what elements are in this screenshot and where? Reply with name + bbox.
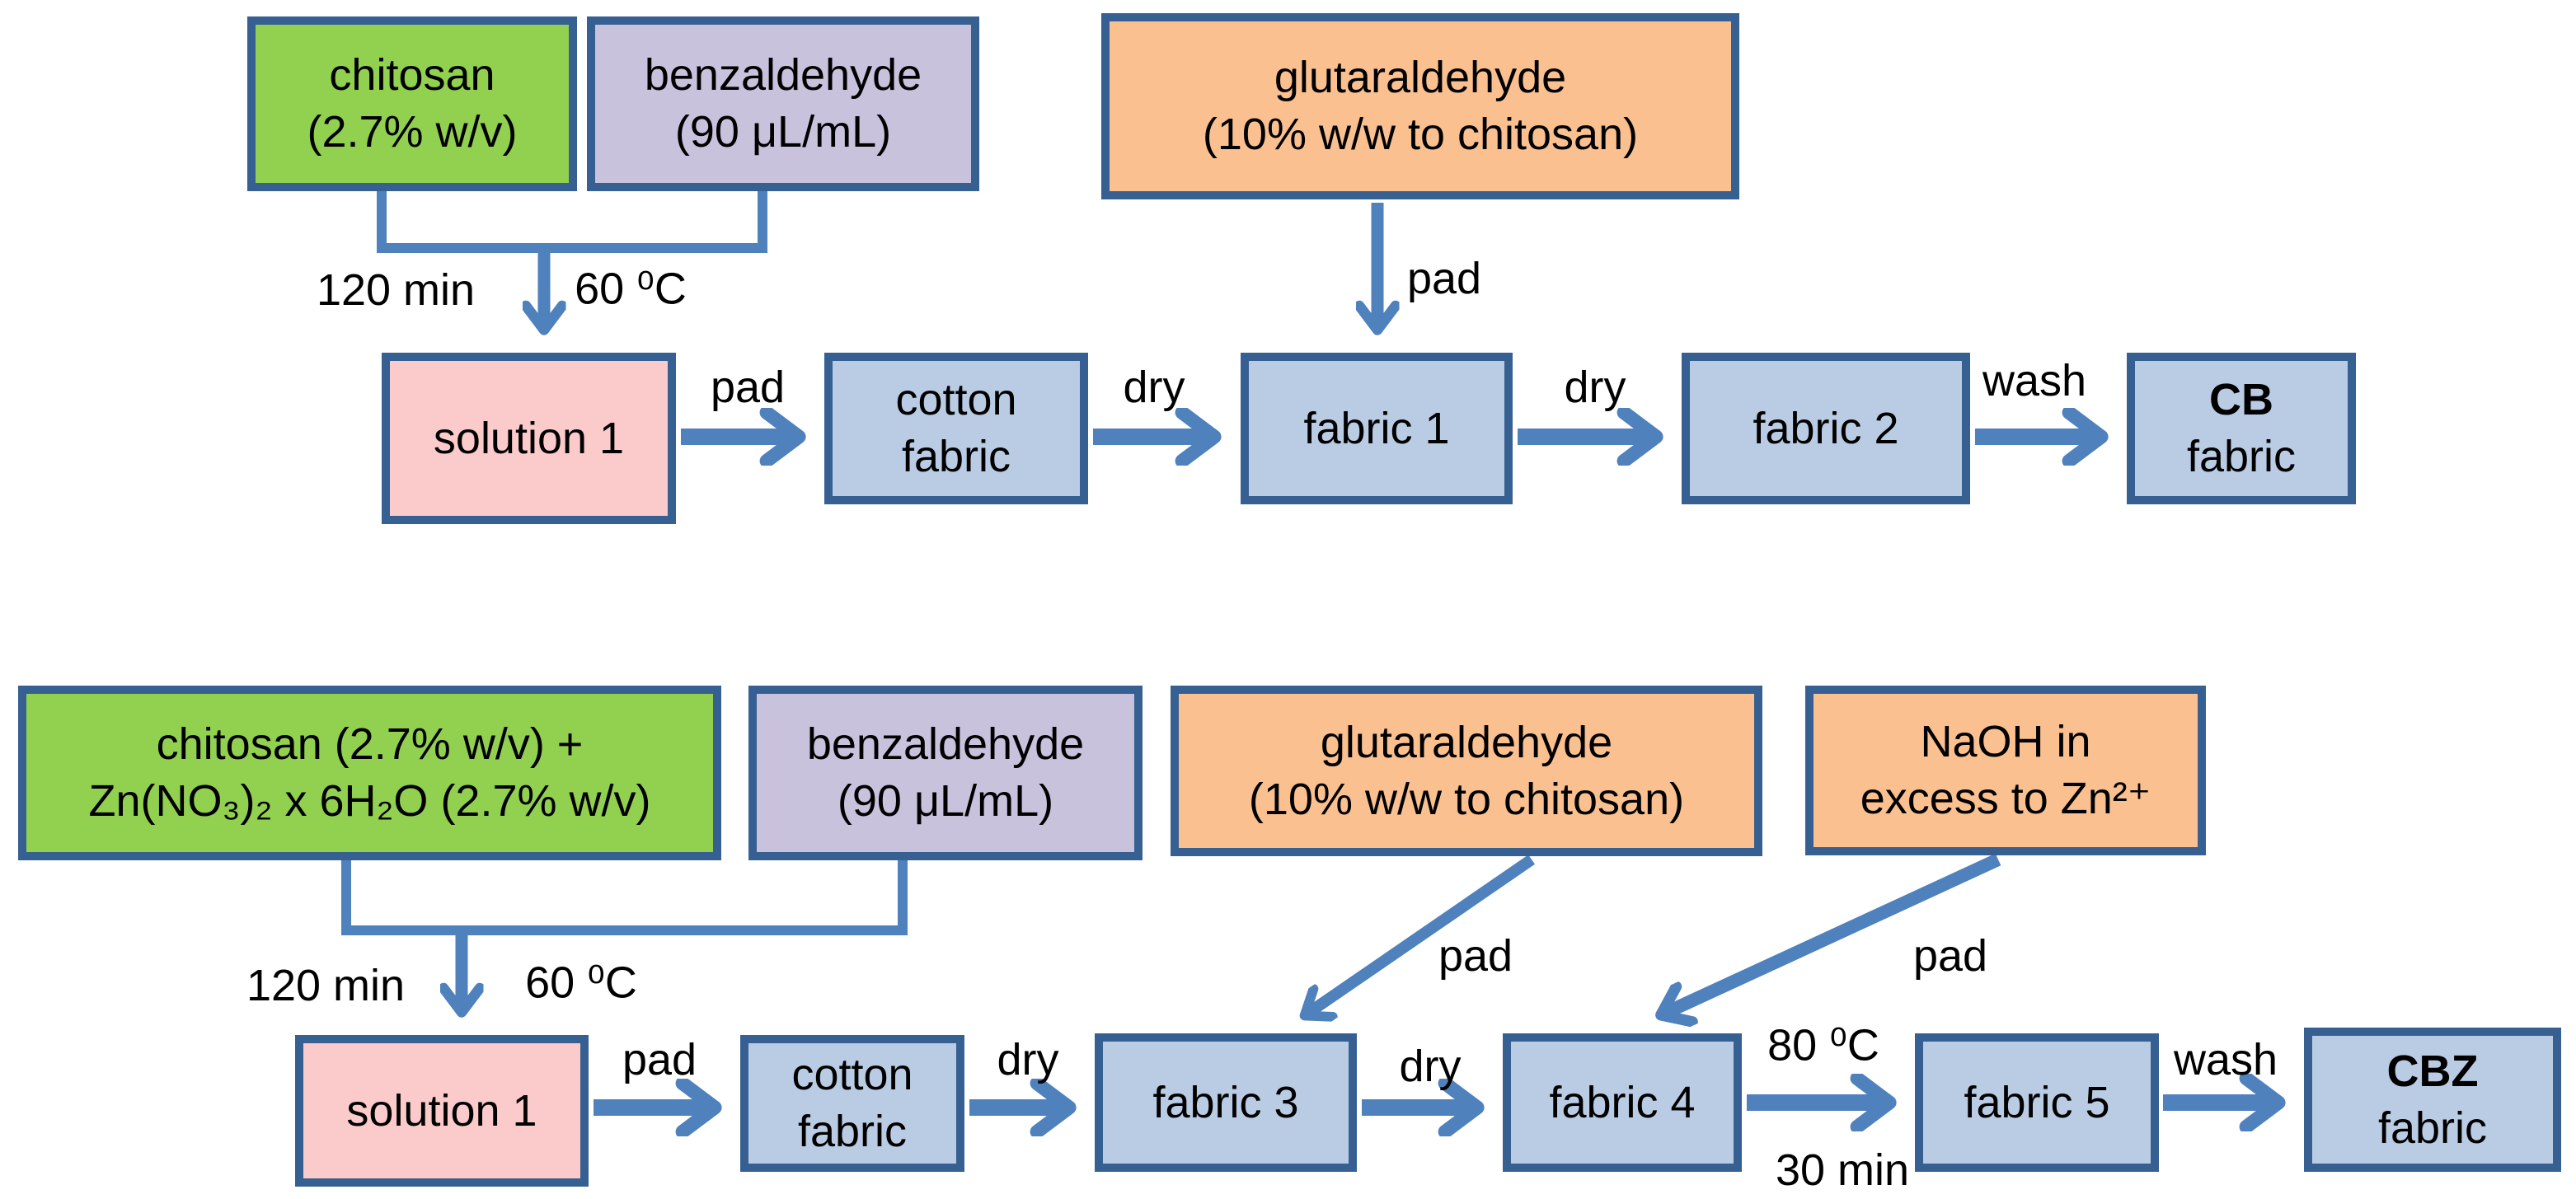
node-cotton-fabric-top: cotton fabric: [824, 353, 1088, 504]
node-solution1-top: solution 1: [382, 353, 676, 524]
bottom-naoh-arrow: [1668, 853, 2001, 1012]
label-top-dry2: dry: [1564, 363, 1626, 412]
node-cbz-fabric-line1: CBZ: [2386, 1046, 2479, 1096]
node-solution1-bottom-line1: solution 1: [346, 1085, 537, 1136]
bottom-merge-connector: [341, 860, 908, 935]
label-bottom-pad-naoh: pad: [1912, 931, 1988, 981]
node-chitosan-zinc-line2: Zn(NO₃)₂ x 6H₂O (2.7% w/v): [88, 776, 651, 826]
top-merge-connector: [377, 191, 767, 253]
node-fabric-2-line1: fabric 2: [1753, 403, 1899, 453]
node-cotton-fabric-top-line1: cotton: [895, 375, 1017, 425]
node-chitosan-zinc: chitosan (2.7% w/v) + Zn(NO₃)₂ x 6H₂O (2…: [18, 686, 721, 860]
node-glutaraldehyde-bottom-line1: glutaraldehyde: [1320, 717, 1613, 767]
label-bottom-temp: 60 ⁰C: [525, 958, 637, 1008]
node-cb-fabric-line2: fabric: [2186, 432, 2297, 481]
node-chitosan-line1: chitosan: [329, 50, 495, 101]
node-fabric-1-line1: fabric 1: [1303, 403, 1450, 453]
node-naoh-line2: excess to Zn²⁺: [1860, 774, 2151, 823]
node-benzaldehyde-bottom-line1: benzaldehyde: [806, 719, 1085, 770]
node-benzaldehyde-top: benzaldehyde (90 μL/mL): [587, 16, 979, 191]
node-glutaraldehyde-top: glutaraldehyde (10% w/w to chitosan): [1101, 13, 1739, 199]
node-naoh-line1: NaOH in: [1920, 717, 2091, 767]
node-cbz-fabric: CBZ fabric: [2304, 1028, 2561, 1172]
node-fabric-3: fabric 3: [1095, 1033, 1357, 1172]
node-fabric-4-line1: fabric 4: [1549, 1077, 1696, 1127]
node-benzaldehyde-bottom: benzaldehyde (90 μL/mL): [748, 686, 1143, 860]
node-chitosan: chitosan (2.7% w/v): [247, 16, 577, 191]
node-cotton-fabric-top-line2: fabric: [901, 432, 1011, 481]
node-solution1-top-line1: solution 1: [433, 413, 625, 463]
label-bottom-dry2: dry: [1399, 1042, 1462, 1091]
bottom-glutaraldehyde-arrow: [1310, 855, 1535, 1012]
node-cotton-fabric-bottom: cotton fabric: [740, 1035, 964, 1172]
label-top-wash: wash: [1982, 356, 2087, 405]
node-fabric-5: fabric 5: [1915, 1033, 2159, 1172]
node-cotton-fabric-bottom-line1: cotton: [791, 1050, 913, 1100]
node-benzaldehyde-bottom-line2: (90 μL/mL): [837, 776, 1054, 826]
node-chitosan-zinc-line1: chitosan (2.7% w/v) +: [156, 719, 584, 770]
node-cb-fabric: CB fabric: [2127, 353, 2356, 504]
node-benzaldehyde-top-line2: (90 μL/mL): [674, 107, 892, 157]
label-bottom-time: 120 min: [246, 961, 406, 1010]
node-fabric-4: fabric 4: [1503, 1033, 1742, 1172]
node-glutaraldehyde-bottom-line2: (10% w/w to chitosan): [1248, 774, 1685, 824]
node-glutaraldehyde-top-line2: (10% w/w to chitosan): [1202, 110, 1639, 159]
label-top-temp: 60 ⁰C: [575, 264, 687, 314]
node-glutaraldehyde-top-line1: glutaraldehyde: [1274, 53, 1567, 103]
label-top-dry1: dry: [1123, 363, 1185, 412]
node-chitosan-line2: (2.7% w/v): [307, 107, 518, 157]
label-bottom-pad: pad: [622, 1035, 697, 1084]
label-bottom-wash: wash: [2173, 1035, 2278, 1084]
label-bottom-temp2: 80 ⁰C: [1767, 1020, 1879, 1070]
node-solution1-bottom: solution 1: [295, 1035, 589, 1187]
node-fabric-3-line1: fabric 3: [1152, 1077, 1299, 1127]
node-cotton-fabric-bottom-line2: fabric: [797, 1107, 908, 1156]
node-benzaldehyde-top-line1: benzaldehyde: [644, 50, 922, 101]
label-top-pad-glutaraldehyde: pad: [1406, 254, 1482, 303]
node-naoh: NaOH in excess to Zn²⁺: [1805, 686, 2206, 855]
node-cbz-fabric-line2: fabric: [2377, 1103, 2488, 1153]
label-bottom-time2: 30 min: [1775, 1145, 1910, 1195]
node-cb-fabric-line1: CB: [2209, 375, 2273, 425]
node-fabric-5-line1: fabric 5: [1964, 1077, 2110, 1127]
label-bottom-pad-glutaraldehyde: pad: [1438, 931, 1513, 981]
node-fabric-2: fabric 2: [1682, 353, 1970, 504]
node-fabric-1: fabric 1: [1241, 353, 1513, 504]
label-bottom-dry1: dry: [997, 1035, 1059, 1084]
node-glutaraldehyde-bottom: glutaraldehyde (10% w/w to chitosan): [1171, 686, 1762, 856]
label-top-pad: pad: [710, 363, 786, 412]
label-top-time: 120 min: [316, 265, 476, 315]
